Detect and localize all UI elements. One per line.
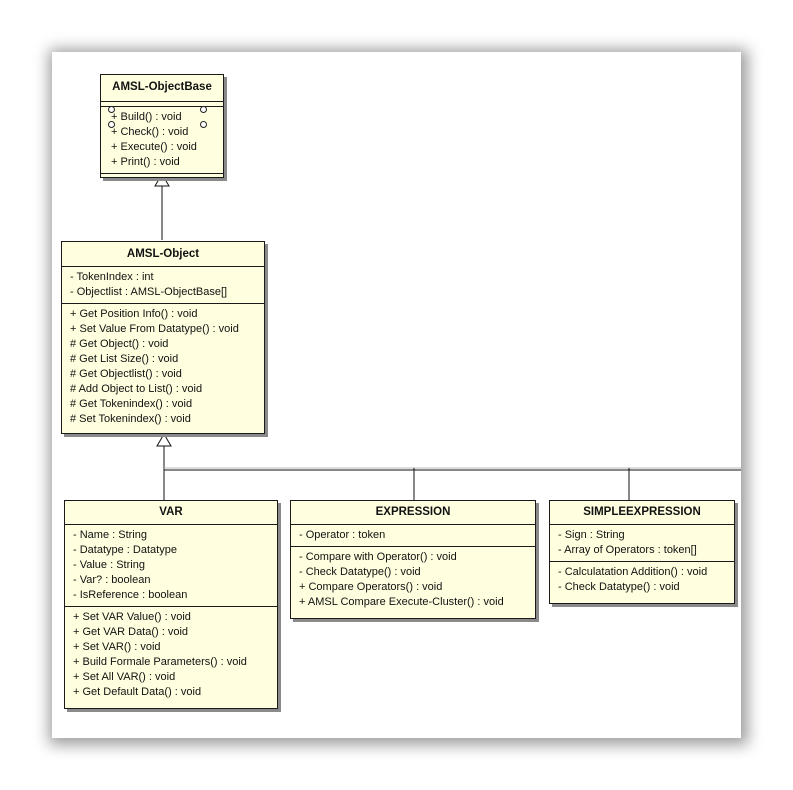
attribute-row: - Sign : String xyxy=(558,529,625,541)
attribute-row: - Name : String xyxy=(73,529,147,541)
attribute-row: - Var? : boolean xyxy=(73,574,151,586)
attributes-section: - Sign : String - Array of Operators : t… xyxy=(550,525,734,562)
class-title: VAR xyxy=(65,501,277,525)
class-simpleexpression[interactable]: SIMPLEEXPRESSION - Sign : String - Array… xyxy=(549,500,735,604)
class-expression[interactable]: EXPRESSION - Operator : token - Compare … xyxy=(290,500,536,619)
circle-icon xyxy=(200,121,207,128)
attributes-section: - Operator : token xyxy=(291,525,535,547)
method-row: # Get Tokenindex() : void xyxy=(70,398,193,410)
inheritance-arrowhead-base xyxy=(154,173,170,187)
attribute-row: - Value : String xyxy=(73,559,145,571)
class-title: EXPRESSION xyxy=(291,501,535,525)
attributes-section: - Name : String - Datatype : Datatype - … xyxy=(65,525,277,607)
attribute-row: - Array of Operators : token[] xyxy=(558,544,697,556)
method-row: + Check() : void xyxy=(111,126,189,138)
class-amsl-objectbase[interactable]: AMSL-ObjectBase + Build() : void + Check… xyxy=(100,74,224,178)
diagram-canvas: AMSL-ObjectBase + Build() : void + Check… xyxy=(52,52,741,738)
attribute-row: - Operator : token xyxy=(299,529,386,541)
connector-layer xyxy=(154,173,741,500)
method-row: + Get Position Info() : void xyxy=(70,308,198,320)
method-row: + Get Default Data() : void xyxy=(73,686,202,698)
method-row: + Get VAR Data() : void xyxy=(73,626,189,638)
method-row: - Compare with Operator() : void xyxy=(299,551,457,563)
class-title: SIMPLEEXPRESSION xyxy=(550,501,734,525)
method-row: # Get List Size() : void xyxy=(70,353,179,365)
method-row: + Print() : void xyxy=(111,156,180,168)
method-row: # Set Tokenindex() : void xyxy=(70,413,191,425)
method-row: + Execute() : void xyxy=(111,141,197,153)
circle-icon xyxy=(108,106,115,113)
class-title: AMSL-ObjectBase xyxy=(101,75,223,102)
method-row: - Check Datatype() : void xyxy=(299,566,421,578)
class-var[interactable]: VAR - Name : String - Datatype : Datatyp… xyxy=(64,500,278,709)
method-row: + Set VAR() : void xyxy=(73,641,161,653)
methods-section: + Set VAR Value() : void + Get VAR Data(… xyxy=(65,607,277,703)
methods-section: + Get Position Info() : void + Set Value… xyxy=(62,304,264,430)
attributes-section xyxy=(101,102,223,107)
attribute-row: - IsReference : boolean xyxy=(73,589,188,601)
method-row: # Get Objectlist() : void xyxy=(70,368,182,380)
method-row: - Calculatation Addition() : void xyxy=(558,566,708,578)
method-row: + Set Value From Datatype() : void xyxy=(70,323,239,335)
method-row: # Get Object() : void xyxy=(70,338,169,350)
attribute-row: - Datatype : Datatype xyxy=(73,544,177,556)
class-title: AMSL-Object xyxy=(62,242,264,267)
method-row: # Add Object to List() : void xyxy=(70,383,203,395)
attribute-row: - Objectlist : AMSL-ObjectBase[] xyxy=(70,286,228,298)
method-row: + Build Formale Parameters() : void xyxy=(73,656,247,668)
method-row: - Check Datatype() : void xyxy=(558,581,680,593)
method-row: + Set All VAR() : void xyxy=(73,671,176,683)
attribute-row: - TokenIndex : int xyxy=(70,271,154,283)
attributes-section: - TokenIndex : int - Objectlist : AMSL-O… xyxy=(62,267,264,304)
class-amsl-object[interactable]: AMSL-Object - TokenIndex : int - Objectl… xyxy=(61,241,265,434)
methods-section: - Calculatation Addition() : void - Chec… xyxy=(550,562,734,598)
method-row: + Compare Operators() : void xyxy=(299,581,443,593)
circle-icon xyxy=(108,121,115,128)
inheritance-arrowhead-object xyxy=(156,433,172,447)
method-row: + AMSL Compare Execute-Cluster() : void xyxy=(299,596,504,608)
methods-section: + Build() : void + Check() : void + Exec… xyxy=(101,107,223,174)
method-row: + Set VAR Value() : void xyxy=(73,611,191,623)
circle-icon xyxy=(200,106,207,113)
method-row: + Build() : void xyxy=(111,111,182,123)
methods-section: - Compare with Operator() : void - Check… xyxy=(291,547,535,613)
